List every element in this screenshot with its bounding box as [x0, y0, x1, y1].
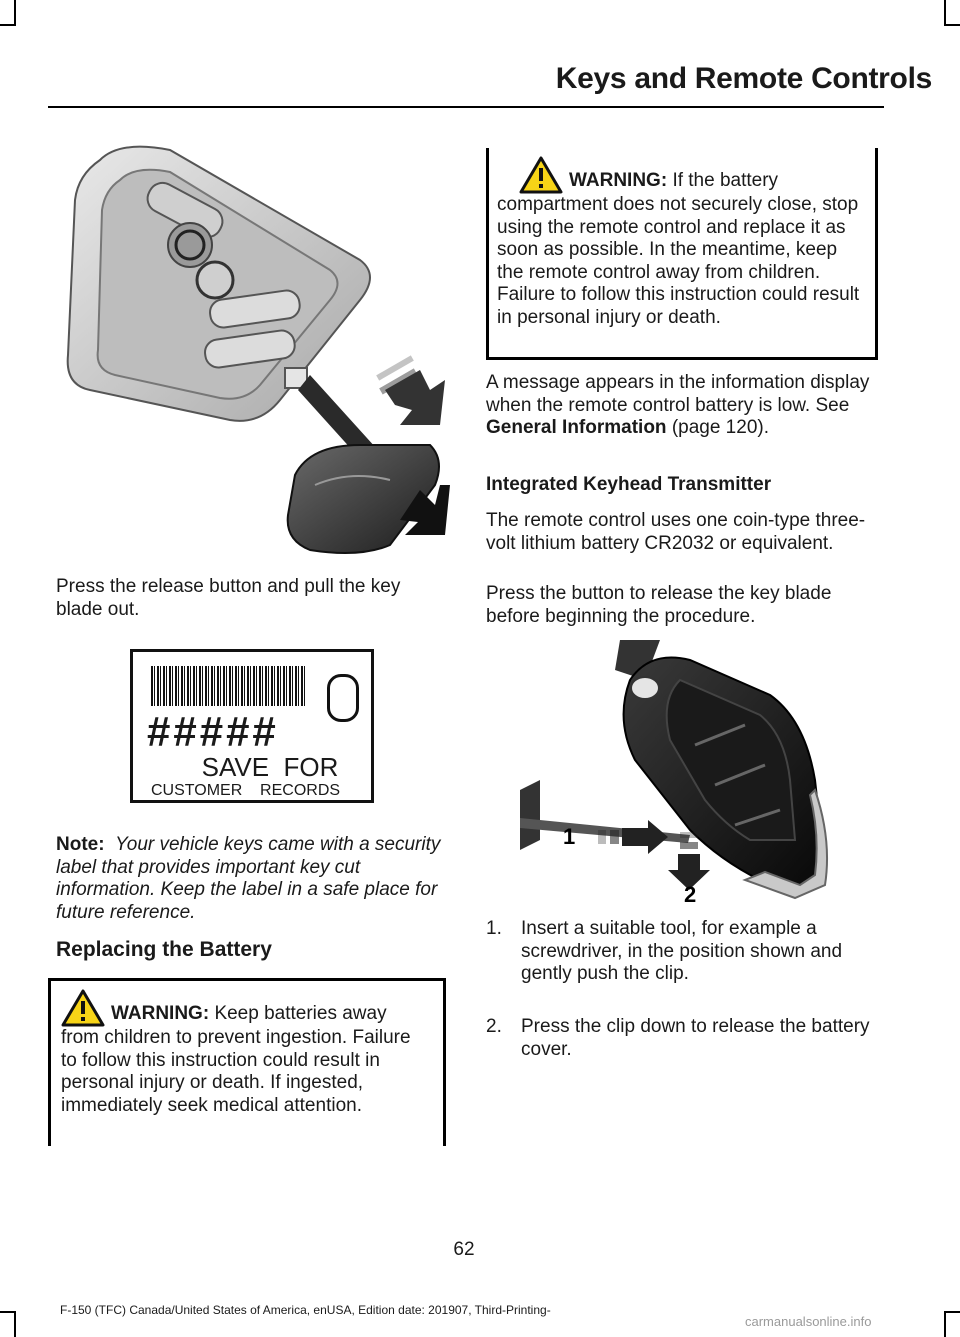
crop-mark	[944, 1313, 946, 1337]
crop-mark	[0, 1311, 16, 1313]
crop-mark	[944, 0, 946, 24]
step-number: 1.	[486, 918, 502, 939]
section-title: Replacing the Battery	[56, 938, 272, 961]
keyhead-transmitter-illustration: 1 2	[520, 640, 854, 902]
callout-2: 2	[684, 882, 696, 902]
security-note: Note: Your vehicle keys came with a secu…	[56, 834, 446, 924]
label-customer-records: CUSTOMER RECORDS	[151, 782, 341, 799]
callout-1: 1	[563, 824, 575, 849]
step-item: 1. Insert a suitable tool, for example a…	[486, 918, 878, 988]
page-title: Keys and Remote Controls	[555, 62, 933, 95]
crop-mark	[0, 24, 16, 26]
step-item: 2. Press the clip down to release the ba…	[486, 1016, 878, 1066]
crop-mark	[14, 1313, 16, 1337]
security-label: ##### SAVE FOR CUSTOMER RECORDS	[130, 649, 374, 803]
barcode	[151, 666, 307, 706]
keyhole-icon	[327, 674, 359, 722]
battery-compartment-warning: WARNING: If the battery compartment does…	[486, 148, 878, 360]
crop-mark	[944, 24, 960, 26]
low-battery-message: A message appears in the information dis…	[486, 372, 878, 440]
release-blade-paragraph: Press the button to release the key blad…	[486, 583, 832, 627]
warning-text: Keep batteries away from children to pre…	[61, 1003, 411, 1116]
battery-type-paragraph: The remote control uses one coin-type th…	[486, 510, 866, 554]
crop-mark	[944, 1311, 960, 1313]
key-fob-illustration	[66, 145, 450, 555]
general-information-link[interactable]: General Information	[486, 417, 667, 438]
label-save-for: SAVE FOR	[201, 752, 339, 782]
key-code-hashes: #####	[147, 708, 279, 755]
crop-mark	[14, 0, 16, 24]
message-text: A message appears in the information dis…	[486, 372, 870, 416]
edition-footer: F-150 (TFC) Canada/United States of Amer…	[60, 1303, 551, 1317]
subsection-title: Integrated Keyhead Transmitter	[486, 474, 772, 495]
warning-prefix: WARNING:	[111, 1003, 210, 1024]
warning-text: If the battery compartment does not secu…	[497, 170, 860, 328]
step-number: 2.	[486, 1016, 502, 1037]
note-text: Your vehicle keys came with a security l…	[56, 834, 441, 923]
battery-ingestion-warning: WARNING: Keep batteries away from childr…	[48, 978, 446, 1146]
step-text: Press the clip down to release the batte…	[521, 1016, 870, 1060]
page-reference: (page 120).	[671, 417, 769, 438]
page-number: 62	[453, 1239, 475, 1260]
warning-prefix: WARNING:	[569, 170, 668, 191]
header-rule	[48, 106, 884, 108]
warning-triangle-icon	[519, 156, 563, 194]
note-prefix: Note:	[56, 834, 105, 855]
watermark: carmanualsonline.info	[745, 1314, 872, 1329]
step-text: Insert a suitable tool, for example a sc…	[521, 918, 843, 984]
release-caption: Press the release button and pull the ke…	[56, 576, 401, 620]
warning-triangle-icon	[61, 989, 105, 1027]
